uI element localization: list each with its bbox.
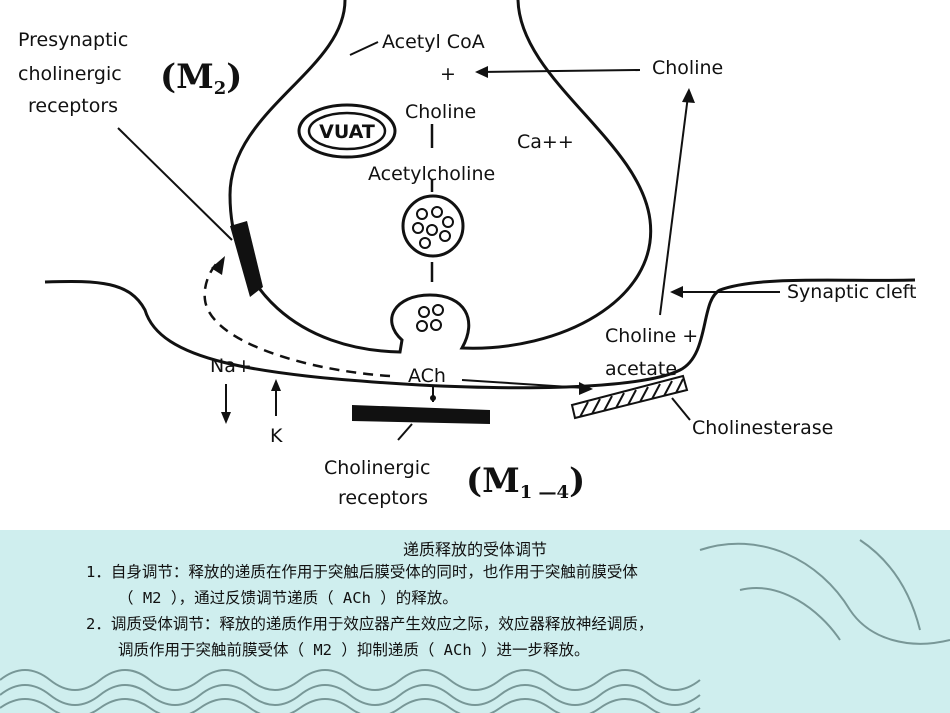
m1-4-label: (M1 —4) [466, 461, 585, 503]
presynaptic-terminal [228, 0, 653, 354]
caption-line-1: 1．自身调节：释放的递质在作用于突触后膜受体的同时，也作用于突触前膜受体 [86, 563, 638, 581]
presynaptic-label-2: cholinergic [18, 63, 122, 85]
ach-arrow-line [461, 379, 586, 389]
cleft-arrowhead [670, 286, 683, 298]
caption-title: 递质释放的受体调节 [402, 540, 547, 559]
ach-molecules [412, 206, 454, 249]
na-arrowhead [221, 412, 231, 424]
recycle-arrow-line [659, 95, 689, 316]
ach-label: ACh [408, 365, 446, 387]
ach-vesicle [401, 194, 465, 258]
acetyl-coa-label: Acetyl CoA [382, 31, 485, 53]
caption-line-4: 调质作用于突触前膜受体（ M2 ）抑制递质（ ACh ）进一步释放。 [118, 641, 590, 659]
ach-stem-dot [430, 395, 436, 401]
synaptic-cleft-label: Synaptic cleft [787, 281, 916, 303]
caption-line-2: （ M2 ），通过反馈调节递质（ ACh ）的释放。 [118, 589, 458, 607]
cholinesterase-bar [570, 374, 689, 420]
cholinergic-receptors-label-2: receptors [338, 487, 428, 509]
acetyl-pointer [349, 41, 379, 56]
presynaptic-label-1: Presynaptic [18, 29, 128, 51]
presynaptic-label-3: receptors [28, 95, 118, 117]
m2-label: (M2) [160, 57, 242, 99]
vuat-vesicle-outer [297, 103, 397, 159]
presynaptic-pointer [117, 127, 233, 241]
ach-arrowhead [579, 382, 593, 395]
choline-right-label: Choline [652, 57, 723, 79]
docked-vesicle-molecules [416, 304, 444, 332]
na-label: Na+ [210, 355, 252, 377]
k-arrowhead [271, 379, 281, 391]
ca-label: Ca++ [517, 131, 574, 153]
recycle-arrowhead [682, 88, 695, 103]
cholinergic-receptors-label-1: Cholinergic [324, 457, 431, 479]
choline-mid-label: Choline [405, 101, 476, 123]
caption-panel: 递质释放的受体调节 1．自身调节：释放的递质在作用于突触后膜受体的同时，也作用于… [0, 530, 950, 713]
presynaptic-receptor-block [230, 221, 263, 297]
plus-top-label: + [440, 63, 456, 85]
postsynaptic-receptor-block [352, 405, 490, 424]
k-label: K [270, 425, 283, 447]
acetylcholine-label: Acetylcholine [368, 163, 495, 185]
choline-plus-label: Choline + [605, 325, 698, 347]
choline-arrow-line [479, 69, 641, 73]
cholinesterase-label: Cholinesterase [692, 417, 833, 439]
wave-decoration [0, 539, 950, 713]
caption-line-3: 2．调质受体调节：释放的递质作用于效应器产生效应之际，效应器释放神经调质， [86, 615, 654, 633]
acetate-label: acetate [605, 358, 677, 380]
feedback-arrowhead [211, 256, 225, 275]
receptor-pointer [397, 423, 413, 441]
choline-arrowhead [475, 66, 488, 78]
postsynaptic-membrane [44, 278, 916, 390]
cholinesterase-pointer [671, 397, 691, 421]
vuat-vesicle-inner [307, 111, 387, 151]
synapse-diagram: VUAT [18, 0, 916, 509]
vuat-label: VUAT [319, 121, 375, 143]
